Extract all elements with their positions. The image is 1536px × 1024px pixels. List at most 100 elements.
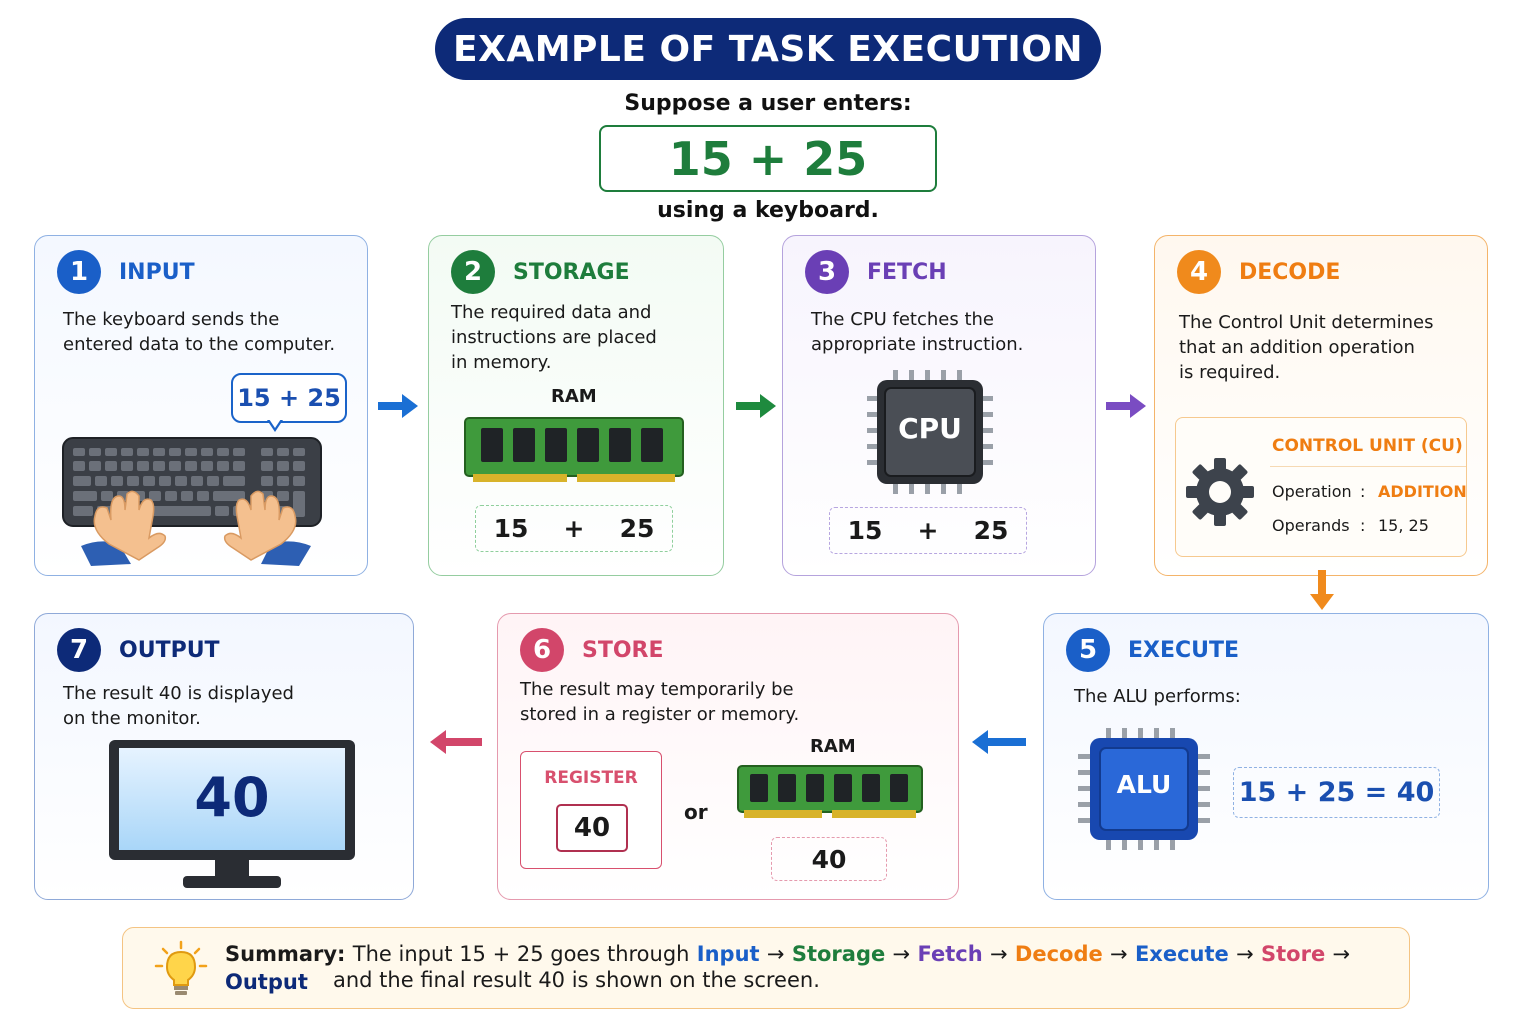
step-input-card: 1 INPUT The keyboard sends the entered d… — [34, 235, 368, 576]
step-output-card: 7 OUTPUT The result 40 is displayed on t… — [34, 613, 414, 900]
step-decode-card: 4 DECODE The Control Unit determines tha… — [1154, 235, 1488, 576]
arrow-left-icon — [430, 730, 482, 754]
register-panel: REGISTER 40 — [520, 751, 662, 869]
screen-value: 40 — [194, 766, 270, 829]
step-input-header: 1 INPUT — [57, 250, 195, 294]
value-cell: + — [563, 514, 585, 543]
arrow-right-icon — [1106, 394, 1146, 418]
operation-row: Operation : ADDITION — [1272, 482, 1467, 501]
control-unit-panel: CONTROL UNIT (CU) Operation : ADDITION O… — [1175, 417, 1467, 557]
lightbulb-icon — [154, 940, 208, 995]
desc-line: The keyboard sends the — [63, 309, 280, 330]
desc-line: on the monitor. — [63, 708, 201, 729]
desc-line: The Control Unit determines — [1179, 312, 1434, 333]
operands-value: 15, 25 — [1378, 516, 1429, 535]
flow-arrow: → — [989, 942, 1008, 966]
keyboard-hands-icon — [62, 437, 322, 566]
operands-row: Operands : 15, 25 — [1272, 516, 1429, 535]
desc-line: The required data and — [451, 302, 652, 323]
operation-key: Operation — [1272, 482, 1352, 501]
step-number-badge: 6 — [520, 628, 564, 672]
ram-label: RAM — [810, 736, 856, 757]
summary-line-2: and the final result 40 is shown on the … — [333, 968, 820, 992]
intro-text: Suppose a user enters: — [624, 91, 912, 116]
step-fetch-header: 3 FETCH — [805, 250, 947, 294]
summary-panel: Summary: The input 15 + 25 goes through … — [122, 927, 1410, 1009]
monitor-icon — [109, 740, 355, 888]
step-fetch-card: 3 FETCH The CPU fetches the appropriate … — [782, 235, 1096, 576]
step-title: EXECUTE — [1128, 637, 1240, 663]
gear-icon — [1186, 458, 1254, 526]
desc-line: instructions are placed — [451, 327, 657, 348]
desc-line: The ALU performs: — [1074, 686, 1241, 707]
step-number-badge: 3 — [805, 250, 849, 294]
flow-arrow: → — [892, 942, 911, 966]
step-number-badge: 5 — [1066, 628, 1110, 672]
step-number-badge: 1 — [57, 250, 101, 294]
value-cell: 15 — [847, 516, 883, 545]
desc-line: The CPU fetches the — [811, 309, 995, 330]
ram-stick-icon — [737, 765, 923, 818]
flow-storage: Storage — [791, 942, 886, 966]
or-text: or — [684, 800, 708, 824]
desc-line: stored in a register or memory. — [520, 704, 800, 725]
step-description: The CPU fetches the appropriate instruct… — [811, 307, 1023, 357]
step-output-header: 7 OUTPUT — [57, 628, 220, 672]
control-unit-title: CONTROL UNIT (CU) — [1272, 436, 1463, 456]
step-description: The Control Unit determines that an addi… — [1179, 310, 1433, 385]
step-description: The required data and instructions are p… — [451, 300, 657, 375]
operands-key: Operands — [1272, 516, 1350, 535]
step-storage-card: 2 STORAGE The required data and instruct… — [428, 235, 724, 576]
desc-line: appropriate instruction. — [811, 334, 1024, 355]
cpu-label: CPU — [898, 412, 962, 445]
desc-line: that an addition operation — [1179, 337, 1415, 358]
desc-line: in memory. — [451, 352, 552, 373]
speech-bubble-tail-inner — [269, 419, 281, 428]
value-cell: 25 — [619, 514, 655, 543]
memory-values-box: 15 + 25 — [475, 505, 673, 552]
step-description: The result may temporarily be stored in … — [520, 677, 799, 727]
step-title: STORE — [582, 637, 664, 663]
desc-line: The result may temporarily be — [520, 679, 794, 700]
value-cell: 25 — [973, 516, 1009, 545]
arrow-right-icon — [736, 394, 776, 418]
desc-line: is required. — [1179, 362, 1281, 383]
step-number-badge: 2 — [451, 250, 495, 294]
register-label: REGISTER — [544, 768, 638, 788]
desc-line: entered data to the computer. — [63, 334, 336, 355]
step-description: The keyboard sends the entered data to t… — [63, 307, 335, 357]
alu-equation-box: 15 + 25 = 40 — [1233, 767, 1440, 818]
step-description: The result 40 is displayed on the monito… — [63, 681, 294, 731]
step-title: OUTPUT — [119, 637, 220, 663]
separator: : — [1360, 516, 1366, 535]
cpu-chip-icon — [867, 370, 993, 494]
flow-arrow: → — [1236, 942, 1254, 966]
flow-execute: Execute — [1134, 942, 1229, 966]
divider — [1270, 466, 1466, 467]
step-store-header: 6 STORE — [520, 628, 664, 672]
desc-line: The result 40 is displayed — [63, 683, 294, 704]
step-title: FETCH — [867, 259, 947, 285]
step-execute-header: 5 EXECUTE — [1066, 628, 1239, 672]
equation-text: 15 + 25 = 40 — [1238, 777, 1435, 808]
step-description: The ALU performs: — [1074, 684, 1241, 709]
speech-bubble: 15 + 25 — [231, 373, 347, 423]
step-number-badge: 7 — [57, 628, 101, 672]
ram-label: RAM — [551, 386, 597, 407]
arrow-right-icon — [378, 394, 418, 418]
intro-text-2: using a keyboard. — [657, 198, 879, 223]
step-decode-header: 4 DECODE — [1177, 250, 1340, 294]
operation-value: ADDITION — [1378, 482, 1467, 501]
value-cell: 15 — [493, 514, 529, 543]
flow-output: Output — [225, 970, 308, 994]
flow-arrow: → — [1332, 942, 1351, 966]
step-store-card: 6 STORE The result may temporarily be st… — [497, 613, 959, 900]
register-value: 40 — [556, 804, 628, 852]
ram-value: 40 — [811, 844, 847, 874]
step-title: DECODE — [1239, 259, 1341, 285]
step-execute-card: 5 EXECUTE The ALU performs: ALU 15 + 25 … — [1043, 613, 1489, 900]
flow-store: Store — [1261, 942, 1326, 966]
flow-arrow: → — [1110, 942, 1128, 966]
page-title: EXAMPLE OF TASK EXECUTION — [435, 18, 1101, 80]
expression-box: 15 + 25 — [599, 125, 937, 192]
